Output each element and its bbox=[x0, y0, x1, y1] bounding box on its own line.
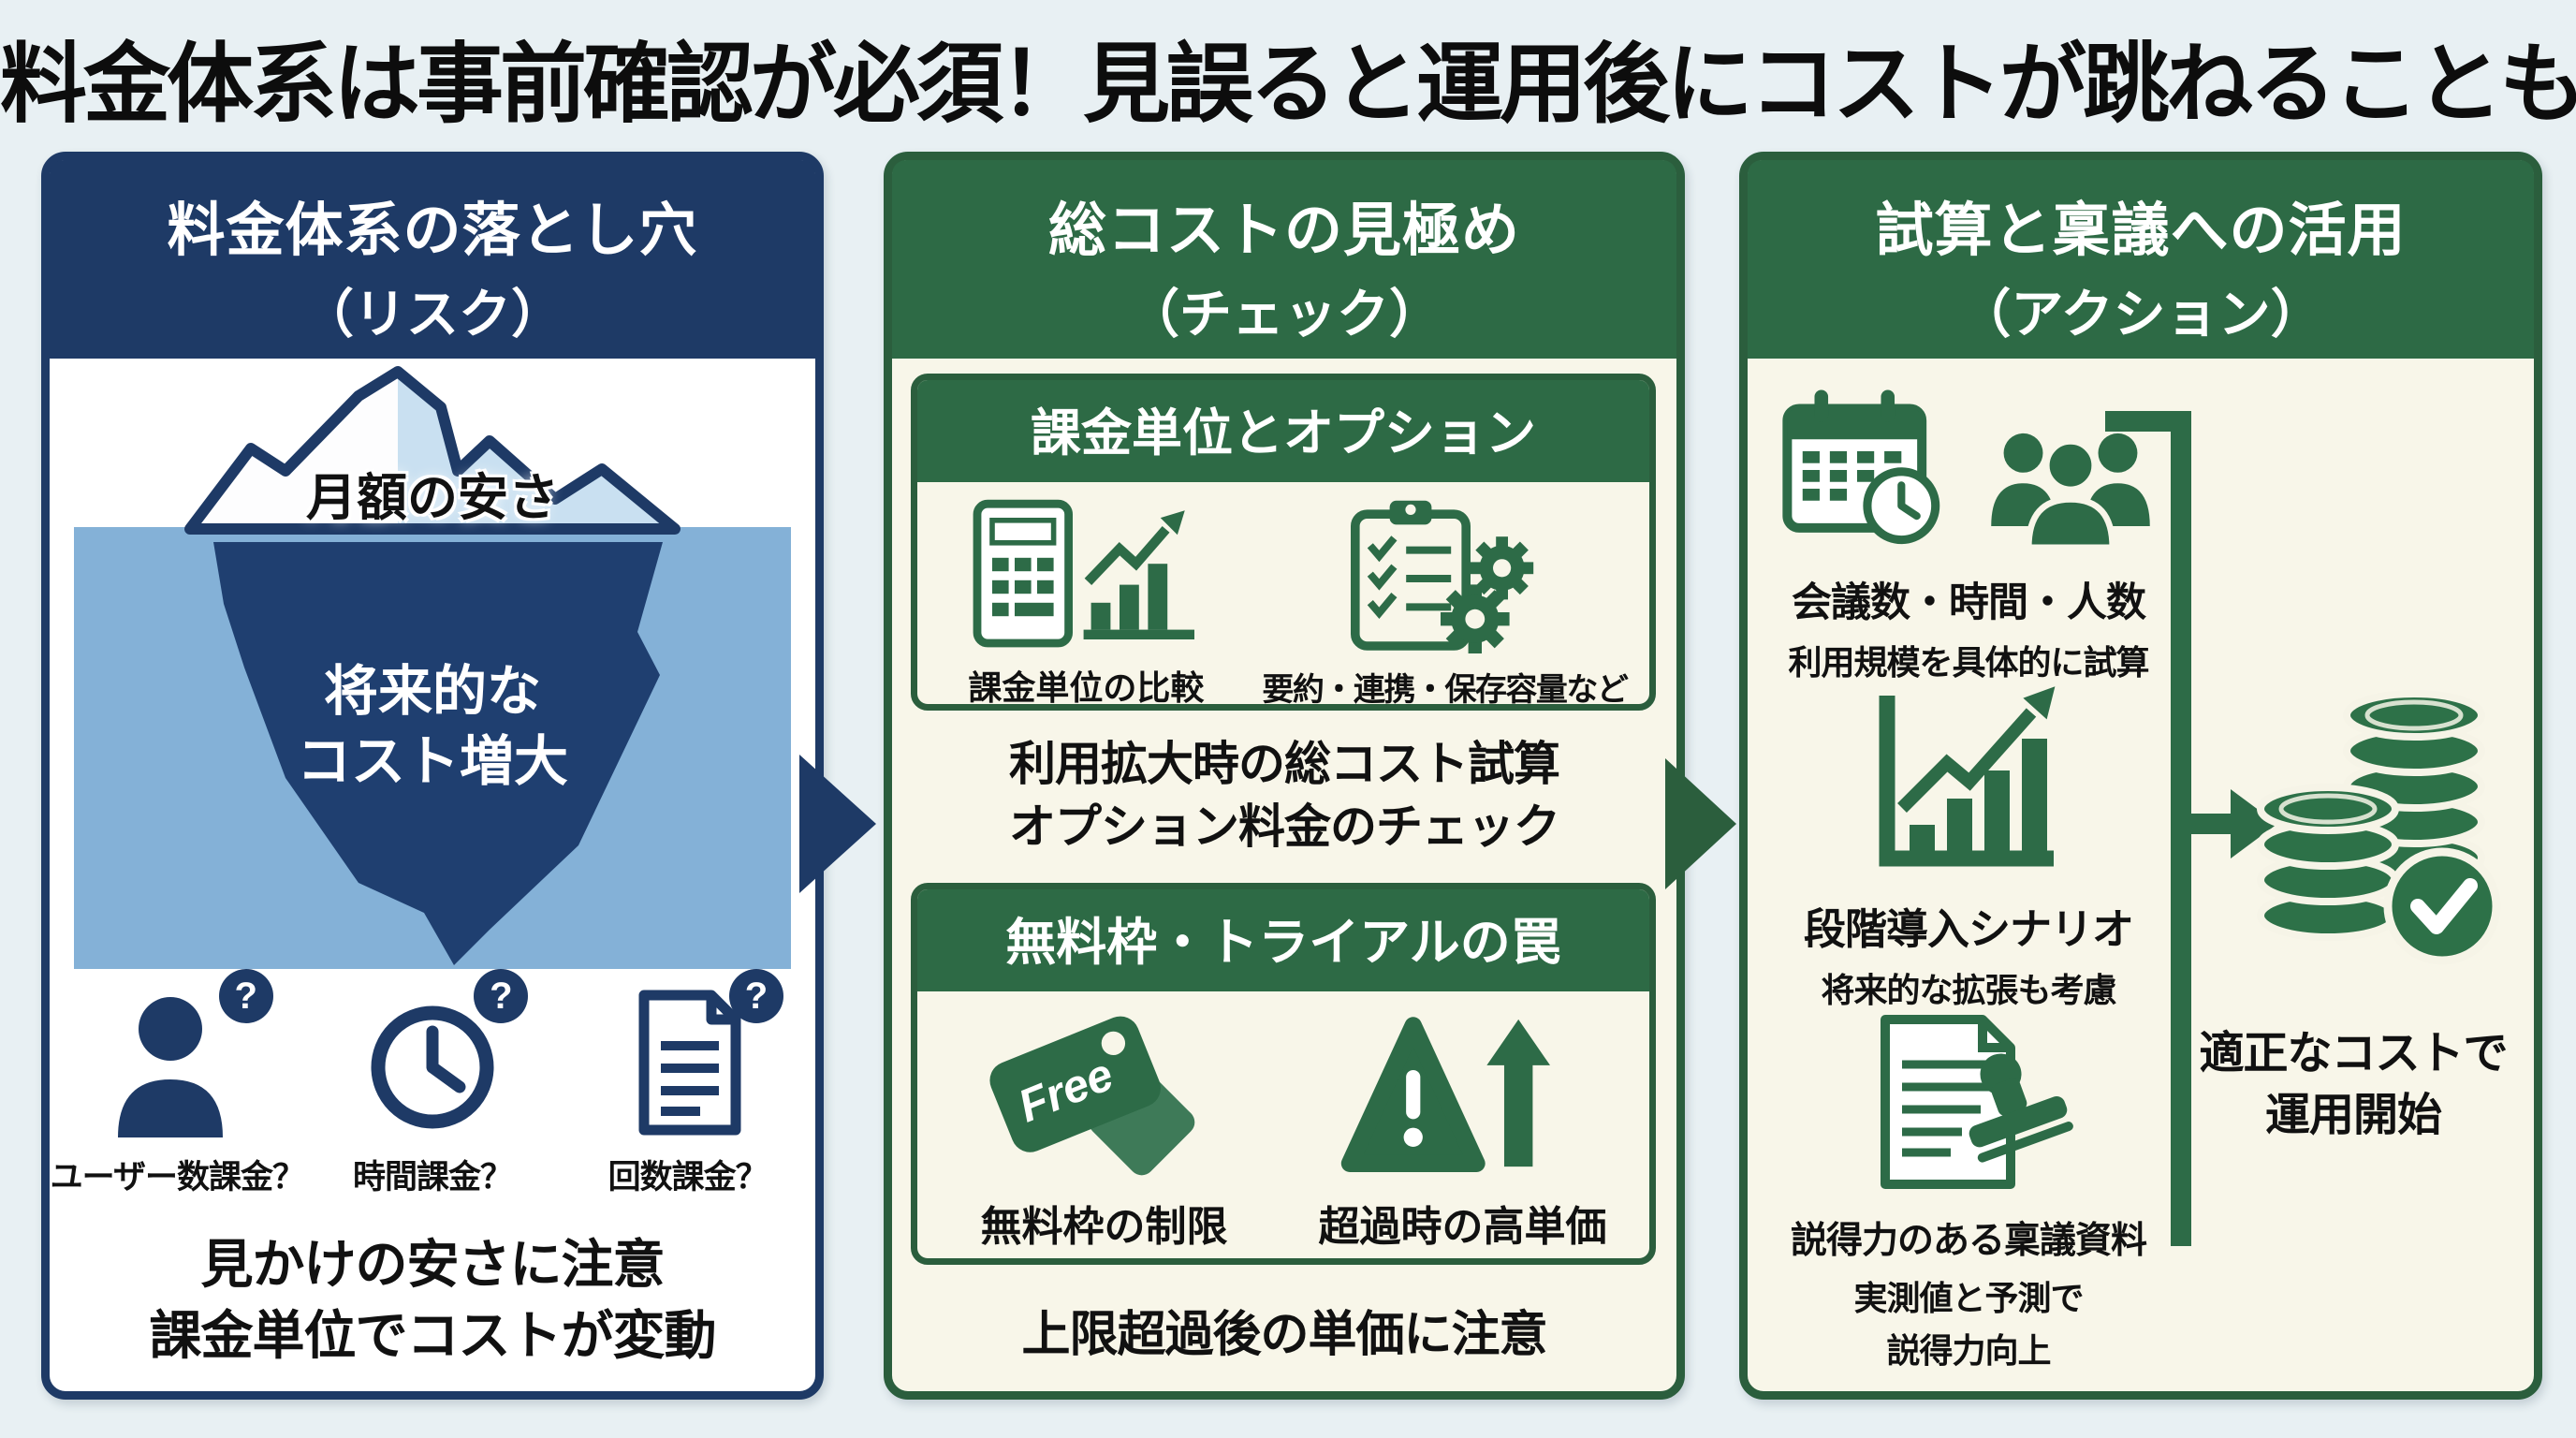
iceberg-under-label-2: コスト増大 bbox=[296, 731, 568, 793]
steps-bracket-line bbox=[2171, 411, 2191, 1246]
action-result-text: 適正なコストで 運用開始 bbox=[2171, 1023, 2536, 1147]
billing-item-label: ユーザー数課金？ bbox=[50, 1159, 305, 1196]
free-trial-box-title: 無料枠・トライアルの罠 bbox=[917, 889, 1649, 991]
calendar-clock-icon bbox=[1782, 389, 1940, 545]
question-badge-icon: ? bbox=[729, 969, 784, 1023]
check-panel-header: 総コストの見極め （チェック） bbox=[892, 160, 1676, 359]
step3-title: 説得力のある稟議資料 bbox=[1790, 1221, 2147, 1261]
check-mid-line1: 利用拡大時の総コスト試算 bbox=[1009, 738, 1560, 790]
people-group-icon bbox=[1991, 433, 2150, 551]
calculator-chart-icon bbox=[973, 499, 1195, 648]
options-label: 要約・連携・保存容量など bbox=[1262, 672, 1629, 708]
check-panel-title: 総コストの見極め bbox=[1047, 198, 1520, 263]
overage-label: 超過時の高単価 bbox=[1318, 1204, 1607, 1250]
step1-title: 会議数・時間・人数 bbox=[1792, 580, 2146, 625]
check-mid-line2: オプション料金のチェック bbox=[1009, 800, 1560, 853]
risk-footer-line1: 見かけの安さに注意 bbox=[200, 1235, 666, 1294]
iceberg-under-label-1: 将来的な bbox=[323, 661, 541, 722]
action-panel-subtitle: （アクション） bbox=[1958, 285, 2323, 344]
step1-subtitle: 利用規模を具体的に試算 bbox=[1788, 643, 2149, 682]
billing-item-time: ? 時間課金？ bbox=[305, 969, 561, 1198]
billing-item-count: ? 回数課金？ bbox=[560, 969, 815, 1198]
result-line2: 運用開始 bbox=[2264, 1091, 2442, 1141]
free-limit-item: Free 無料枠の制限 bbox=[925, 1008, 1283, 1253]
step-phased-rollout: 段階導入シナリオ 将来的な拡張も考慮 bbox=[1759, 684, 2178, 1012]
step2-subtitle: 将来的な拡張も考慮 bbox=[1821, 971, 2116, 1009]
arrow-risk-to-check-icon bbox=[799, 755, 876, 893]
step3-subtitle2: 説得力向上 bbox=[1886, 1331, 2051, 1370]
options-item: 要約・連携・保存容量など bbox=[1248, 496, 1642, 708]
risk-panel-title: 料金体系の落とし穴 bbox=[167, 198, 698, 263]
free-trial-box: 無料枠・トライアルの罠 Free 無料枠の制限 bbox=[911, 883, 1656, 1265]
document-icon bbox=[638, 990, 741, 1136]
billing-options-box-title: 課金単位とオプション bbox=[917, 380, 1649, 482]
billing-unit-row: ? ユーザー数課金？ ? 時間課金？ bbox=[50, 969, 815, 1198]
user-icon bbox=[118, 997, 224, 1137]
step-approval-docs: 説得力のある稟議資料 実測値と予測で 説得力向上 bbox=[1759, 1010, 2178, 1372]
step-estimate-scale: 会議数・時間・人数 利用規模を具体的に試算 bbox=[1759, 377, 2178, 684]
risk-panel-subtitle: （リスク） bbox=[301, 285, 564, 344]
document-stamp-icon bbox=[1881, 1015, 2073, 1189]
iceberg-illustration: 月額の安さ 将来的な コスト増大 bbox=[50, 359, 815, 976]
action-panel-title: 試算と稟議への活用 bbox=[1875, 198, 2407, 263]
question-badge-icon: ? bbox=[218, 969, 273, 1023]
billing-item-users: ? ユーザー数課金？ bbox=[50, 969, 305, 1198]
billing-item-label: 時間課金？ bbox=[353, 1159, 513, 1196]
overage-item: 超過時の高単価 bbox=[1283, 1008, 1642, 1253]
clipboard-gears-icon bbox=[1351, 500, 1534, 653]
step2-title: 段階導入シナリオ bbox=[1803, 905, 2134, 953]
bracket-arrow-shaft bbox=[2191, 814, 2232, 834]
free-tag-icon: Free bbox=[988, 1016, 1194, 1176]
arrow-check-to-action-icon bbox=[1665, 758, 1736, 889]
growth-chart-icon bbox=[1879, 686, 2056, 867]
risk-footer-line2: 課金単位でコストが変動 bbox=[149, 1305, 717, 1365]
check-mid-text: 利用拡大時の総コスト試算 オプション料金のチェック bbox=[892, 733, 1676, 858]
billing-item-label: 回数課金？ bbox=[607, 1159, 768, 1196]
step3-subtitle1: 実測値と予測で bbox=[1853, 1279, 2084, 1317]
risk-panel: 料金体系の落とし穴 （リスク） 月額の安さ 将来的な コスト増大 bbox=[41, 152, 824, 1400]
risk-panel-footer: 見かけの安さに注意 課金単位でコストが変動 bbox=[50, 1229, 815, 1371]
billing-options-box: 課金単位とオプション bbox=[911, 374, 1656, 711]
coins-check-icon bbox=[2257, 690, 2501, 965]
action-panel: 試算と稟議への活用 （アクション） bbox=[1739, 152, 2542, 1400]
risk-panel-header: 料金体系の落とし穴 （リスク） bbox=[50, 160, 815, 359]
steps-bracket-top bbox=[2105, 411, 2191, 432]
free-limit-label: 無料枠の制限 bbox=[980, 1204, 1228, 1250]
check-panel-footer: 上限超過後の単価に注意 bbox=[1021, 1308, 1547, 1362]
check-panel: 総コストの見極め （チェック） 課金単位とオプション bbox=[884, 152, 1685, 1400]
iceberg-icon bbox=[184, 366, 681, 965]
action-panel-header: 試算と稟議への活用 （アクション） bbox=[1748, 160, 2534, 359]
question-badge-icon: ? bbox=[474, 969, 529, 1023]
warning-up-icon bbox=[1340, 1017, 1550, 1173]
billing-compare-label: 課金単位の比較 bbox=[968, 668, 1205, 707]
result-line1: 適正なコストで bbox=[2199, 1029, 2508, 1078]
clock-icon bbox=[371, 1005, 494, 1129]
billing-compare-item: 課金単位の比較 bbox=[925, 493, 1248, 707]
page-title: 料金体系は事前確認が必須！見誤ると運用後にコストが跳ねることも bbox=[0, 36, 2576, 133]
iceberg-surface-label: 月額の安さ bbox=[306, 470, 559, 526]
check-panel-subtitle: （チェック） bbox=[1127, 285, 1442, 344]
